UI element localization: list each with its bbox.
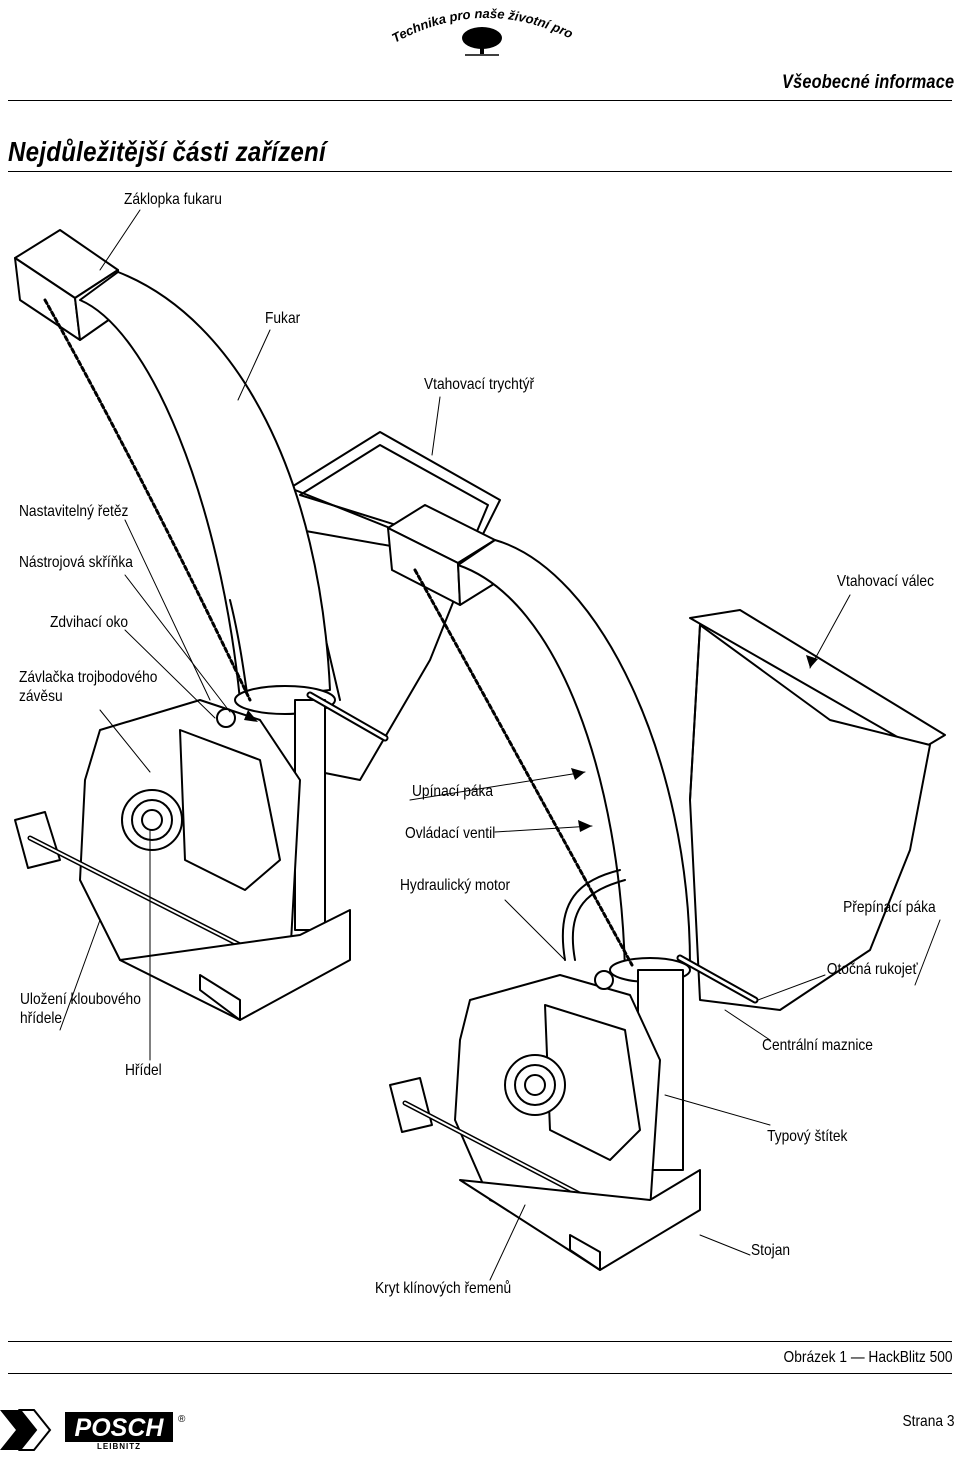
- label-switch-lever: Přepínací páka: [843, 899, 936, 916]
- label-pto-bearing-line2: hřídele: [20, 1010, 63, 1027]
- section-heading: Všeobecné informace: [781, 72, 954, 93]
- label-infeed-roller: Vtahovací válec: [836, 573, 934, 590]
- label-hydraulic-motor: Hydraulický motor: [400, 877, 511, 894]
- label-control-valve: Ovládací ventil: [405, 825, 496, 842]
- label-blower: Fukar: [265, 310, 301, 327]
- page-title: Nejdůležitější části zařízení: [8, 136, 326, 167]
- header-slogan-emblem: Technika pro naše životní prostředí: [381, 0, 580, 60]
- caption-rule: [8, 1341, 952, 1342]
- logo-registered: ®: [178, 1414, 186, 1425]
- logo-brand-text: POSCH: [75, 1414, 165, 1442]
- label-type-plate: Typový štítek: [766, 1128, 847, 1145]
- label-blower-flap: Záklopka fukaru: [124, 191, 222, 208]
- header-rule: [8, 100, 952, 101]
- label-grease-nipple: Centrální maznice: [762, 1037, 873, 1054]
- label-adjustable-chain: Nastavitelný řetěz: [19, 503, 129, 520]
- label-belt-cover: Kryt klínových řemenů: [375, 1280, 512, 1297]
- label-shaft: Hřídel: [125, 1062, 162, 1079]
- page-number: Strana 3: [901, 1413, 954, 1430]
- label-tool-box: Nástrojová skříňka: [19, 554, 133, 571]
- label-pto-bearing-line1: Uložení kloubového: [20, 991, 141, 1008]
- left-machine: [14, 229, 501, 1021]
- label-linch-pin-line1: Závlačka trojbodového: [19, 669, 158, 686]
- label-infeed-funnel: Vtahovací trychtýř: [424, 376, 535, 393]
- footer-rule: [8, 1373, 952, 1374]
- right-machine: [387, 504, 946, 1271]
- leader-lines: [59, 209, 941, 1281]
- arrowheads: [244, 655, 818, 832]
- tree-icon: [462, 27, 502, 56]
- label-lifting-eye: Zdvihací oko: [50, 614, 129, 631]
- label-rotary-handle: Otočná rukojeť: [827, 961, 918, 978]
- label-stand: Stojan: [751, 1242, 791, 1259]
- title-rule: [8, 171, 952, 172]
- figure-caption: Obrázek 1 — HackBlitz 500: [783, 1349, 953, 1366]
- logo-sub-text: LEIBNITZ: [97, 1442, 141, 1451]
- label-clamping-lever: Upínací páka: [412, 783, 494, 800]
- logo-mark-icon: [0, 1409, 52, 1451]
- label-linch-pin-line2: závěsu: [19, 688, 63, 705]
- posch-logo: POSCH LEIBNITZ ®: [0, 1408, 190, 1452]
